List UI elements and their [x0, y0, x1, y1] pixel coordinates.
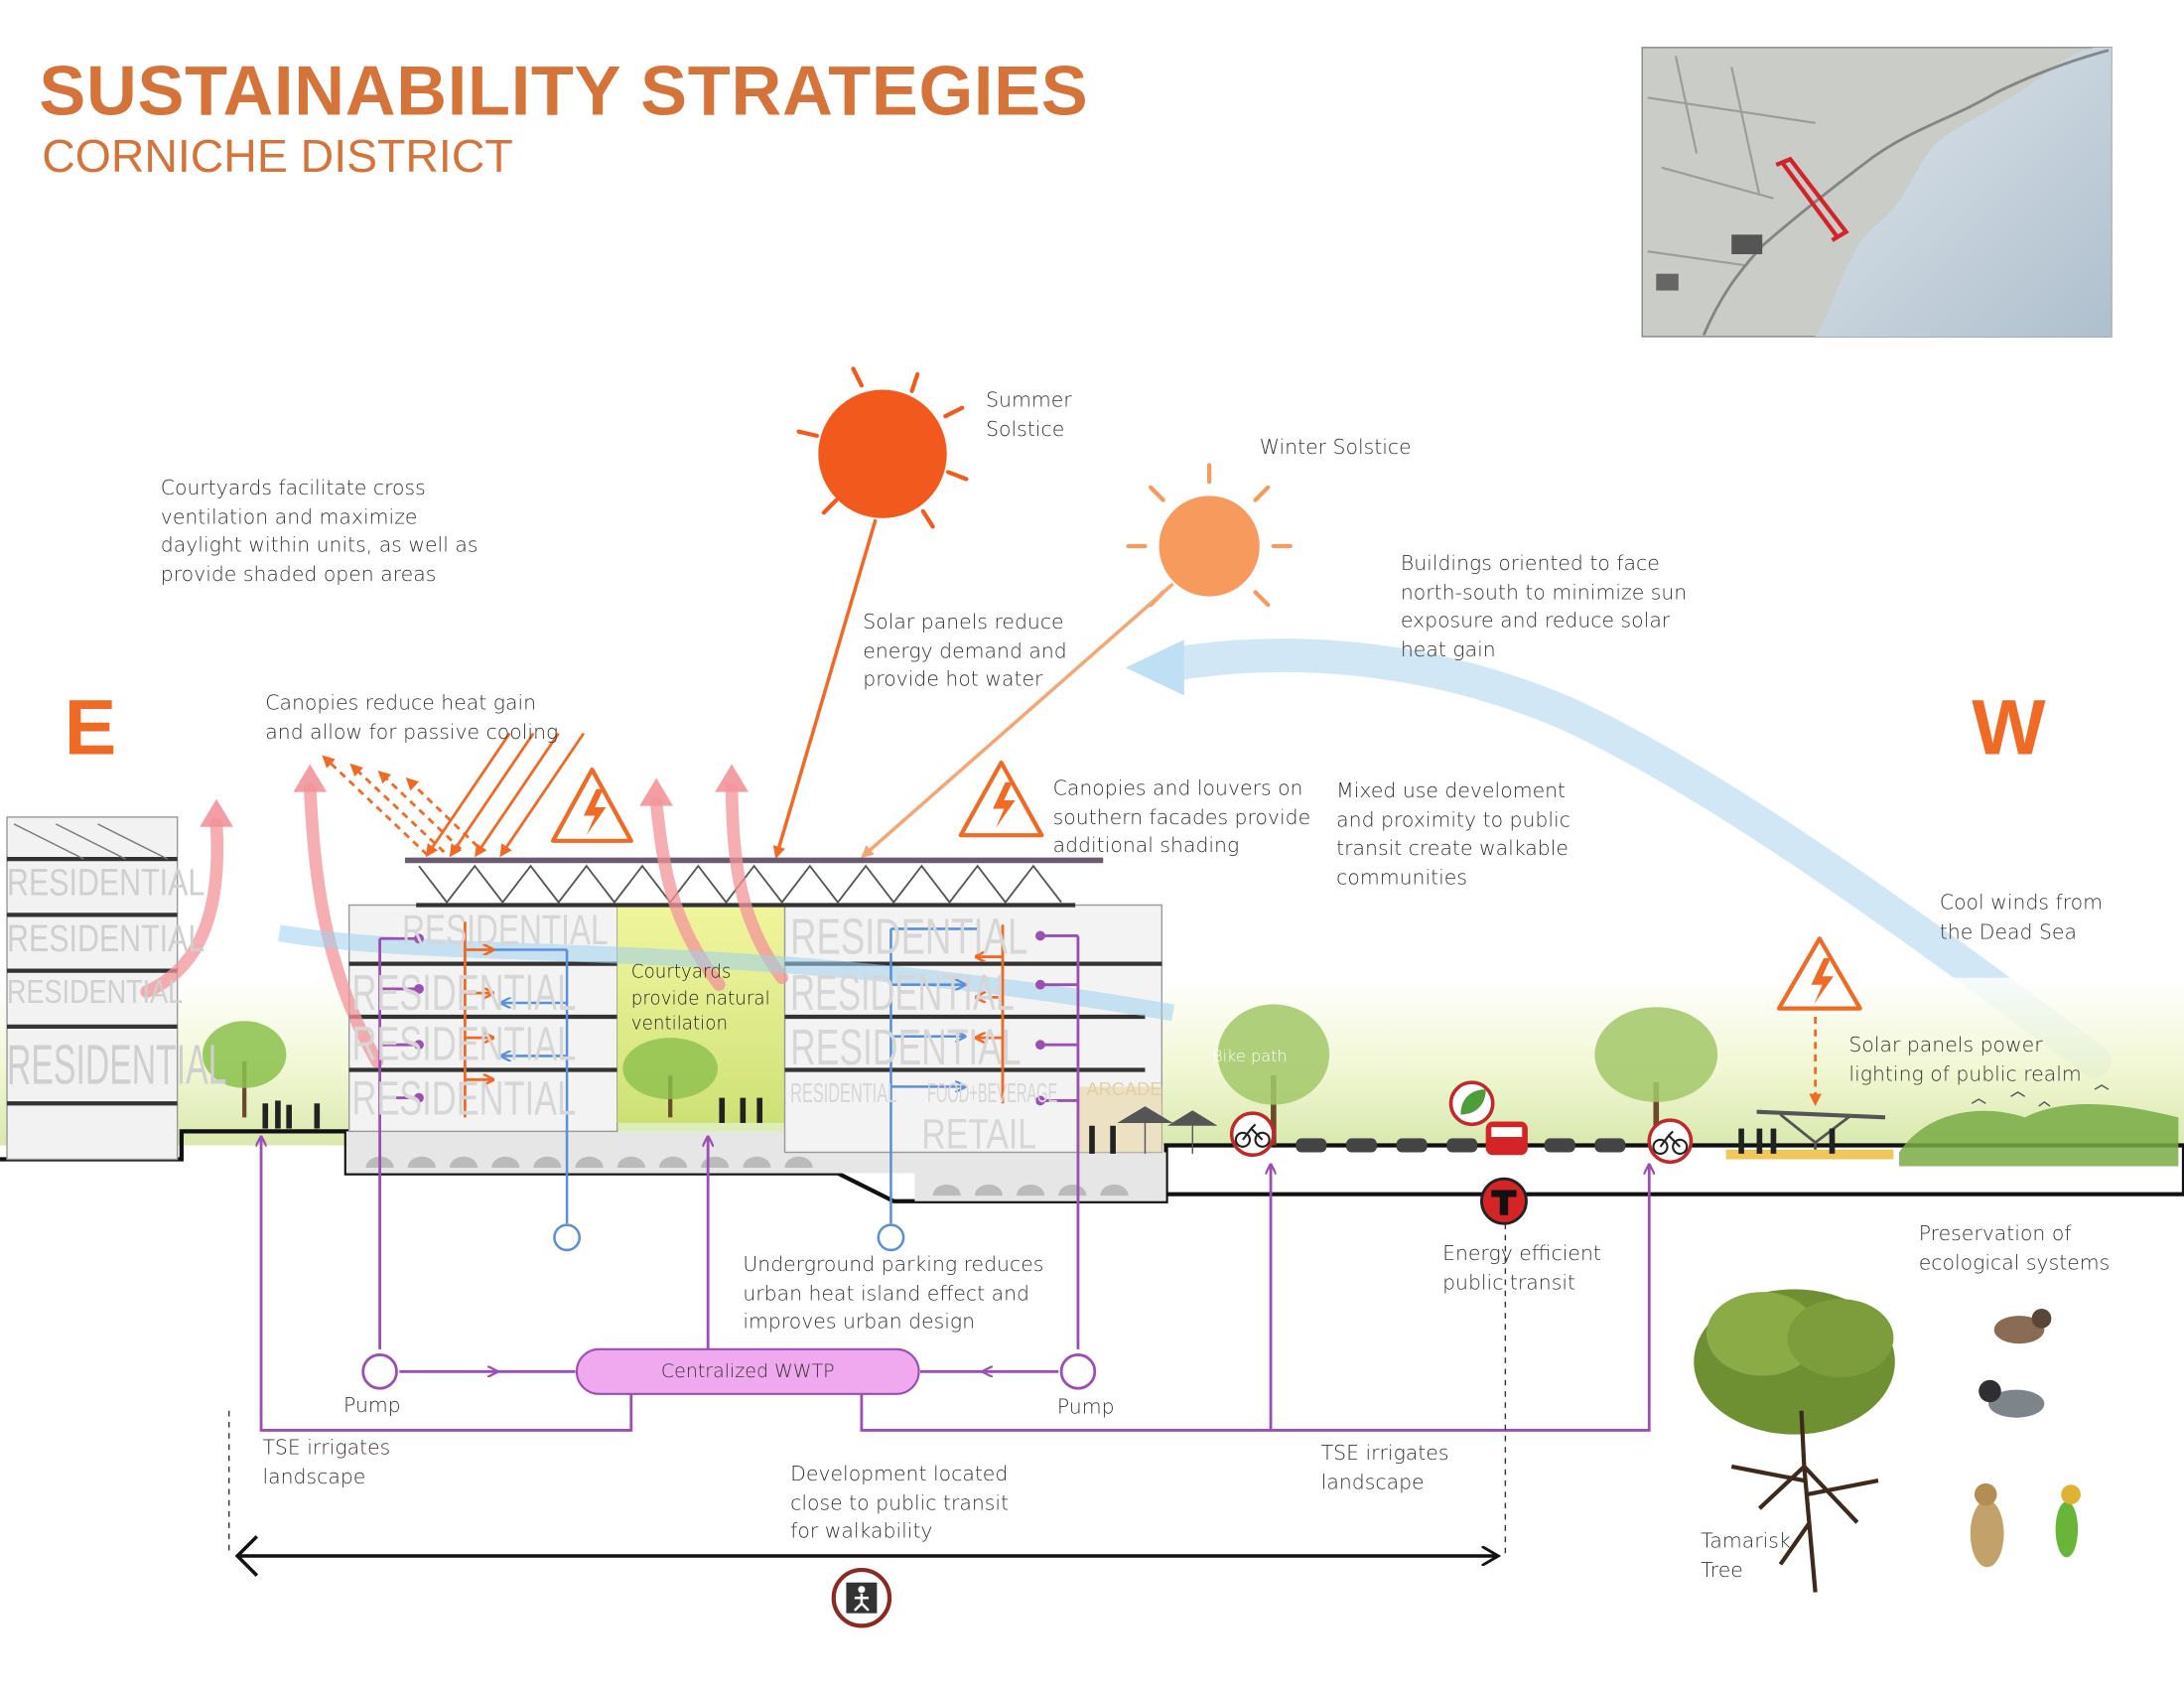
walkability-dimension-left-head — [234, 1535, 259, 1577]
tamarisk-tree-label: Tamarisk Tree — [1701, 1530, 1791, 1583]
facade-text-right-2: RESIDENTIAL — [790, 963, 1015, 1022]
bird-bee-eater-icon — [2055, 1484, 2081, 1558]
facade-text-left-3: RESIDENTIAL — [7, 973, 184, 1012]
facade-text-right-1: RESIDENTIAL — [790, 908, 1028, 965]
underground-parking-label: Underground parking reduces urban heat i… — [743, 1254, 1044, 1335]
east-label: E — [64, 682, 117, 772]
tree-courtyard — [622, 1038, 719, 1118]
summer-solstice-label: Summer Solstice — [986, 389, 1072, 441]
cool-wind-arrowhead — [1125, 639, 1184, 696]
birds-flock — [1971, 1084, 2110, 1107]
centralized-wwtp-box — [575, 1347, 920, 1395]
west-label: W — [1972, 682, 2046, 772]
winter-sun-icon — [1126, 463, 1293, 608]
wwtp-label: Centralized WWTP — [660, 1360, 835, 1383]
roof-canopy — [404, 857, 1104, 908]
cafe-umbrellas — [1117, 1106, 1218, 1154]
summer-sun-icon — [796, 366, 969, 529]
facade-text-center-3: RESIDENTIAL — [351, 1018, 577, 1071]
tamarisk-tree — [1694, 1289, 1895, 1593]
solar-lighting-label: Solar panels power lighting of public re… — [1848, 1035, 2082, 1086]
pedestrian-icon — [831, 1567, 892, 1628]
tse-outlet-dots — [414, 930, 1045, 1106]
facade-text-left-1: RESIDENTIAL — [7, 861, 205, 905]
facade-text-center-1: RESIDENTIAL — [402, 908, 609, 954]
dead-sea-vegetation — [1899, 1104, 2179, 1167]
winter-ray-arrow — [861, 582, 1174, 859]
winter-solstice-label: Winter Solstice — [1259, 437, 1412, 460]
tree-left — [202, 1021, 287, 1118]
bike-path-label: Bike path — [1211, 1046, 1288, 1066]
facade-text-right-3: RESIDENTIAL — [790, 1018, 1022, 1076]
solar-panels-hot-water-label: Solar panels reduce energy demand and pr… — [863, 612, 1067, 692]
page-subtitle: CORNICHE DISTRICT — [42, 129, 513, 182]
bird-bulbul-icon — [1970, 1482, 2004, 1568]
page-title: SUSTAINABILITY STRATEGIES — [39, 52, 1089, 130]
energy-efficient-transit-label: Energy efficient public transit — [1442, 1242, 1601, 1295]
pump-left-label: Pump — [343, 1395, 401, 1418]
lightning-warning-icon — [550, 767, 633, 843]
solar-canopy-structure — [1725, 1109, 1894, 1160]
lightning-warning-icon — [958, 760, 1044, 838]
tse-irrigates-right-label: TSE irrigates landscape — [1320, 1443, 1449, 1494]
cool-wind-arrow — [1153, 638, 2112, 1078]
breeze-flow — [277, 924, 1175, 1022]
canopies-louvers-label: Canopies and louvers on southern facades… — [1052, 777, 1311, 858]
development-transit-label: Development located close to public tran… — [790, 1464, 1010, 1544]
pump-right-label: Pump — [1056, 1396, 1115, 1420]
tse-irrigates-left-label: TSE irrigates landscape — [262, 1437, 391, 1488]
bird-gray-icon — [1979, 1379, 2045, 1418]
locator-map — [1641, 47, 2113, 338]
reflected-heat-arrows — [322, 755, 479, 856]
transit-t-icon — [1480, 1177, 1528, 1225]
facade-text-right-4: RESIDENTIAL — [790, 1077, 897, 1109]
leaf-icon — [1448, 1080, 1495, 1127]
mixed-use-label: Mixed use develoment and proximity to pu… — [1336, 780, 1570, 890]
pedestrians — [262, 1097, 1836, 1154]
central-building-west — [783, 904, 1163, 1154]
cool-winds-label: Cool winds from the Dead Sea — [1939, 892, 2103, 944]
summer-ray-arrow — [772, 518, 878, 859]
water-supply-lines — [488, 927, 978, 1252]
facade-text-center-4: RESIDENTIAL — [351, 1072, 577, 1126]
parking-arches — [365, 1156, 1129, 1197]
facade-text-retail: RETAIL — [921, 1111, 1037, 1159]
facade-text-left-4: RESIDENTIAL — [7, 1035, 227, 1097]
hot-water-lines — [464, 921, 1005, 1118]
bicycle-icon — [1229, 1111, 1276, 1158]
buildings-oriented-label: Buildings oriented to face north-south t… — [1400, 553, 1688, 662]
bird-sparrow-icon — [1993, 1309, 2052, 1344]
facade-text-center-2: RESIDENTIAL — [351, 963, 577, 1022]
street-cars — [1296, 1138, 1626, 1153]
courtyards-cross-ventilation-label: Courtyards facilitate cross ventilation … — [160, 478, 478, 587]
facade-text-food-beverage: FOOD+BEVERAGE — [927, 1077, 1058, 1109]
courtyards-natural-ventilation-label: Courtyards provide natural ventilation — [630, 962, 770, 1036]
hot-air-arrowheads — [200, 764, 749, 827]
bus-icon — [1485, 1121, 1528, 1156]
canopy-sun-arrows — [425, 732, 586, 858]
bicycle-icon — [1647, 1118, 1694, 1165]
ground-line — [0, 1129, 2184, 1203]
tse-pipe-network — [261, 934, 1649, 1432]
facade-text-arcade: ARCADE — [1086, 1077, 1162, 1100]
facade-text-left-2: RESIDENTIAL — [7, 917, 205, 960]
preservation-label: Preservation of ecological systems — [1918, 1223, 2111, 1275]
canopies-heat-gain-label: Canopies reduce heat gain and allow for … — [265, 692, 559, 745]
lightning-warning-icon — [1776, 936, 1862, 1011]
